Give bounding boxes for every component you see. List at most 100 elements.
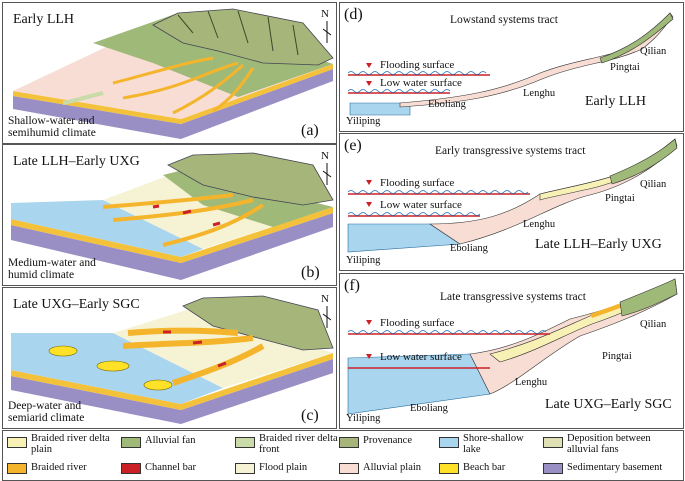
layered-front (181, 353, 333, 410)
fan-strata-f (619, 278, 678, 317)
north-arrow-icon (322, 21, 332, 43)
place-qilian: Qilian (640, 319, 667, 330)
strata-d (399, 12, 674, 108)
basement-front (181, 359, 333, 424)
provenance-mountains (167, 152, 334, 206)
lake (11, 200, 203, 257)
layered-side (11, 370, 181, 410)
legend-swatch-delta-front (235, 437, 255, 448)
panel-a-caption-1: Shallow-water and (8, 115, 95, 127)
panel-c-block-diagram: Late UXG–Early SGC (c) Deep-water and se… (2, 287, 337, 429)
panel-a-caption-2: semihumid climate (8, 127, 96, 139)
panel-a-block-diagram: Early LLH (a) Shallow-water and semihumi… (2, 2, 337, 144)
flooding-marker-icon (366, 320, 372, 325)
beach-bar-3 (143, 379, 173, 391)
panel-d-cross-section: (d) Lowstand systems tract Early LLH Flo… (339, 2, 684, 132)
yellow-front (181, 64, 333, 124)
panel-c-title: Late UXG–Early SGC (13, 297, 140, 312)
panel-e-label: (e) (344, 137, 362, 154)
north-arrow-icon (322, 306, 332, 328)
legend-swatch-braided-river (7, 463, 27, 474)
flooding-surface-wave (347, 190, 529, 194)
lowwater-marker-icon (366, 202, 372, 207)
basement-side (11, 225, 181, 280)
place-pingtai: Pingtai (605, 193, 635, 204)
legend-swatch-deposition-between (543, 437, 563, 448)
legend-swatch-alluvial-plain (339, 463, 359, 474)
panel-c-label: (c) (301, 407, 319, 424)
legend-swatch-sedimentary-basement (543, 463, 563, 474)
legend-swatch-beach-bar (439, 463, 459, 474)
legend-swatch-channel-bar (121, 463, 141, 474)
panel-b-label: (b) (301, 264, 320, 281)
low-water-wave (347, 89, 451, 93)
basement-front (181, 213, 333, 280)
delta-front-a (62, 91, 104, 105)
panel-e-graphic (347, 138, 678, 253)
panel-e-cross-section: (e) Early transgressive systems tract La… (339, 133, 684, 271)
place-pingtai: Pingtai (610, 62, 640, 73)
braided-river-a (112, 56, 255, 115)
place-pingtai: Pingtai (602, 351, 632, 362)
panel-a-title: Early LLH (13, 12, 75, 27)
legend-label-provenance: Provenance (363, 435, 412, 446)
lowwater-marker-icon (366, 354, 372, 359)
legend-label-delta-plain: Braided river delta plain (31, 433, 110, 455)
legend-label-beach-bar: Beach bar (463, 462, 506, 473)
alluvial-fan-zone (93, 13, 333, 97)
place-lenghu: Lenghu (523, 88, 556, 99)
panel-c-caption-1: Deep-water and (8, 400, 82, 412)
channel-bars-b (152, 204, 221, 227)
layered-side (11, 219, 181, 263)
panel-c-graphic (11, 295, 334, 424)
panel-c-caption-2: semiarid climate (8, 412, 85, 424)
flooding-surface-label: Flooding surface (380, 177, 455, 189)
basement-side (13, 96, 181, 139)
legend-label-alluvial-plain: Alluvial plain (363, 462, 422, 473)
panel-b-graphic (11, 152, 334, 280)
place-eboliang: Eboliang (410, 403, 448, 414)
braided-river-c (122, 327, 265, 386)
fan-strata-d (599, 12, 674, 64)
place-yiliping: Yiliping (346, 255, 381, 266)
panel-f-period: Late UXG–Early SGC (545, 397, 672, 412)
legend-label-shore-lake: Shore-shallow lake (463, 433, 524, 455)
panel-b-caption-2: humid climate (8, 269, 75, 281)
place-eboliang: Eboliang (450, 243, 488, 254)
legend-label-deposition-between: Deposition between alluvial fans (567, 433, 651, 455)
beach-bar-2 (96, 360, 130, 372)
north-arrow-label: N (321, 8, 329, 20)
legend-swatch-flood-plain (235, 463, 255, 474)
legend-label-flood-plain: Flood plain (259, 462, 308, 473)
legend-label-channel-bar: Channel bar (145, 462, 197, 473)
legend-swatch-alluvial-fan (121, 437, 141, 448)
panel-f-cross-section: (f) Late transgressive systems tract Lat… (339, 273, 684, 429)
place-qilian: Qilian (640, 46, 667, 57)
place-qilian: Qilian (640, 179, 667, 190)
panel-b-caption-1: Medium-water and (8, 257, 96, 269)
panel-d-graphic (347, 12, 674, 116)
panel-f-graphic (347, 278, 678, 415)
flooding-surface-wave (347, 71, 487, 75)
panel-f-tract: Late transgressive systems tract (440, 291, 586, 303)
flooding-marker-icon (366, 63, 372, 68)
lake-fill (349, 102, 411, 116)
beach-bar-1 (48, 345, 78, 357)
provenance-icon (339, 437, 359, 448)
basement-front (181, 69, 333, 139)
north-arrow-label: N (321, 293, 329, 305)
flooding-marker-icon (366, 180, 372, 185)
yellow-side (13, 91, 181, 124)
fan-strata-e (609, 138, 678, 185)
panel-d-label: (d) (344, 6, 363, 23)
flooding-surface-wave (347, 330, 547, 334)
place-yiliping: Yiliping (346, 116, 381, 127)
panel-b-title: Late LLH–Early UXG (13, 154, 140, 169)
panel-a-label: (a) (301, 122, 319, 139)
legend: Braided river delta plain Alluvial fan B… (2, 430, 684, 481)
basement-side (11, 376, 181, 424)
legend-label-sedimentary-basement: Sedimentary basement (567, 462, 663, 473)
mountain-ridge (177, 10, 299, 56)
north-arrow-icon (322, 163, 332, 185)
